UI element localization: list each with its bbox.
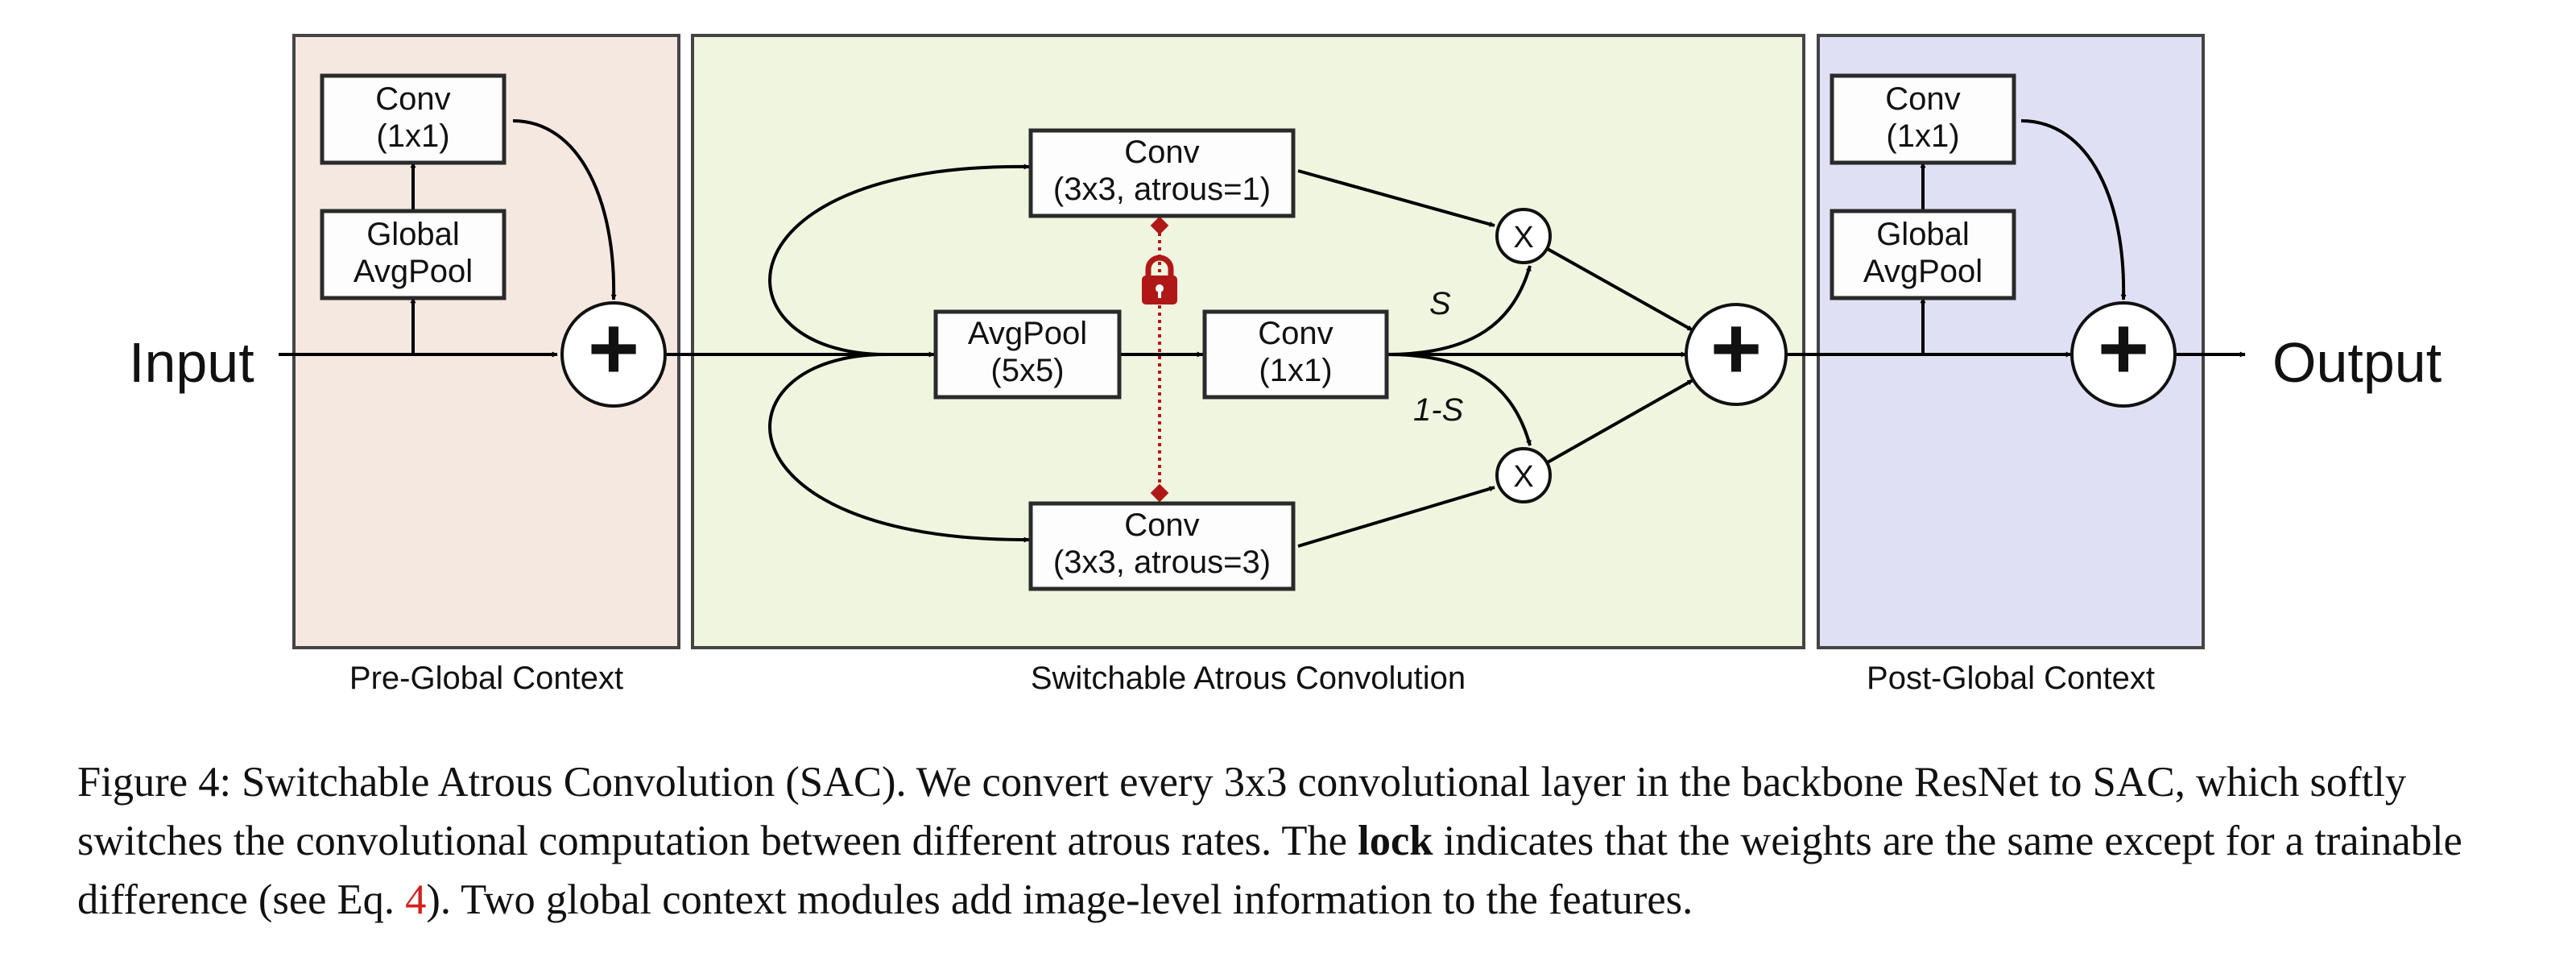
- sac-add-operator: +: [1685, 299, 1788, 406]
- edge-branch-to-atrous1: [768, 164, 1030, 356]
- svg-text:+: +: [2098, 299, 2149, 398]
- svg-text:X: X: [1513, 460, 1533, 494]
- svg-text:(1x1): (1x1): [376, 118, 449, 154]
- edge-pre-conv-to-add: [512, 119, 617, 300]
- lock-icon: [1142, 255, 1177, 304]
- pre-add-operator: +: [560, 299, 667, 408]
- post-add-operator: +: [2070, 299, 2177, 408]
- avgpool-5x5-block: AvgPool (5x5): [933, 309, 1122, 400]
- edge-switch-one-minus-s: [1386, 353, 1532, 446]
- svg-text:Conv: Conv: [375, 81, 450, 117]
- edge-mult-top-to-sac-add: [1545, 246, 1693, 332]
- post-global-avgpool-block: Global AvgPool: [1830, 209, 2016, 300]
- edge-atrous3-to-mult-bottom: [1297, 486, 1495, 548]
- caption-bold-lock: lock: [1358, 818, 1433, 864]
- svg-text:Global: Global: [366, 217, 460, 252]
- edge-post-conv-to-add: [2020, 119, 2127, 300]
- pre-global-context-label: Pre-Global Context: [349, 661, 623, 696]
- post-conv-1x1-block: Conv (1x1): [1830, 73, 2016, 165]
- svg-text:+: +: [588, 299, 639, 398]
- switch-s-label: S: [1429, 286, 1451, 321]
- lock-bottom-diamond: [1150, 483, 1169, 503]
- sac-label: Switchable Atrous Convolution: [1031, 661, 1466, 696]
- svg-text:(5x5): (5x5): [990, 353, 1064, 388]
- edge-branch-to-atrous3: [768, 353, 1030, 543]
- svg-text:Conv: Conv: [1885, 81, 1960, 117]
- input-label: Input: [129, 331, 254, 394]
- svg-text:(1x1): (1x1): [1259, 353, 1332, 388]
- pre-global-avgpool-block: Global AvgPool: [320, 209, 507, 300]
- post-global-context-label: Post-Global Context: [1867, 661, 2155, 696]
- switch-conv-1x1-block: Conv (1x1): [1202, 309, 1389, 400]
- svg-text:Global: Global: [1876, 217, 1970, 252]
- lock-top-diamond: [1150, 216, 1169, 235]
- svg-text:(3x3, atrous=1): (3x3, atrous=1): [1053, 172, 1271, 207]
- switch-one-minus-s-label: 1-S: [1413, 392, 1464, 428]
- pre-conv-1x1-block: Conv (1x1): [320, 73, 507, 165]
- multiply-top-operator: X: [1495, 208, 1552, 264]
- caption-eq-ref[interactable]: 4: [405, 876, 427, 923]
- svg-text:X: X: [1513, 221, 1533, 255]
- svg-text:Conv: Conv: [1124, 135, 1199, 170]
- output-label: Output: [2272, 331, 2442, 394]
- caption-prefix: Figure 4: Switchable Atrous Convolution …: [77, 759, 2407, 864]
- edge-atrous1-to-mult-top: [1297, 169, 1495, 227]
- svg-text:Conv: Conv: [1124, 508, 1199, 543]
- edge-mult-bottom-to-sac-add: [1545, 379, 1693, 465]
- caption-suffix: ). Two global context modules add image-…: [426, 876, 1693, 923]
- figure-caption: Figure 4: Switchable Atrous Convolution …: [77, 753, 2509, 930]
- conv-atrous3-block: Conv (3x3, atrous=3): [1028, 501, 1296, 591]
- svg-text:(3x3, atrous=3): (3x3, atrous=3): [1053, 545, 1271, 580]
- svg-text:(1x1): (1x1): [1886, 118, 1959, 154]
- svg-text:AvgPool: AvgPool: [354, 254, 473, 289]
- multiply-bottom-operator: X: [1495, 447, 1552, 503]
- svg-text:Conv: Conv: [1258, 316, 1333, 351]
- svg-text:+: +: [1710, 299, 1762, 398]
- caption-middle: indicates that the weights are the same …: [77, 818, 2462, 923]
- edge-switch-s: [1386, 265, 1532, 356]
- conv-atrous1-block: Conv (3x3, atrous=1): [1028, 128, 1296, 218]
- svg-text:AvgPool: AvgPool: [1863, 254, 1983, 289]
- svg-text:AvgPool: AvgPool: [968, 316, 1087, 351]
